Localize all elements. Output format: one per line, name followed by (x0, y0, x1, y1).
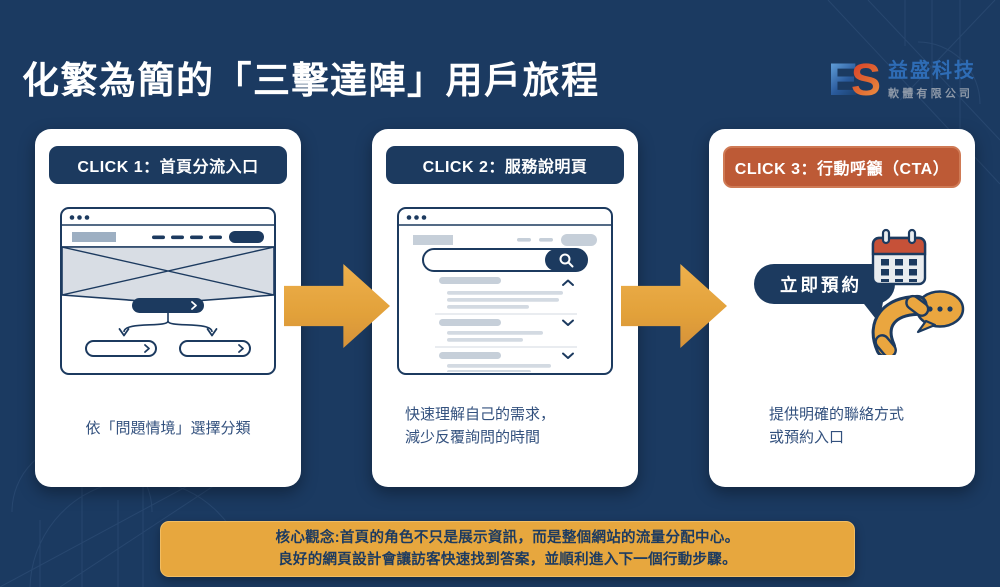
navbar-wireframe (62, 231, 274, 248)
card3-caption: 提供明確的聯絡方式 或預約入口 (769, 406, 905, 447)
footer-line-2: 良好的網頁設計會讓訪客快速找到答案，並順利進入下一個行動步驟。 (278, 552, 737, 568)
badge-click2: CLICK 2：服務說明頁 (386, 146, 624, 184)
search-icon (559, 253, 574, 268)
card2-caption: 快速理解自己的需求， 減少反覆詢問的時間 (405, 406, 556, 447)
accordion-section-3 (439, 352, 574, 372)
cta-illustration: 立即預約 (737, 225, 969, 359)
accordion-section-2 (435, 319, 577, 348)
service-page-wireframe (397, 207, 613, 375)
card-click1: CLICK 1：首頁分流入口 (35, 129, 301, 487)
footer-line-1: 核心觀念:首頁的角色不只是展示資訊，而是整個網站的流量分配中心。 (275, 529, 740, 546)
badge-click1: CLICK 1：首頁分流入口 (49, 146, 287, 184)
chevron-down-icon (562, 352, 574, 359)
logo-letter-s: S (851, 54, 882, 105)
logo-letter-e: E (828, 54, 859, 105)
company-logo: E S 益盛科技 軟體有限公司 (828, 54, 976, 105)
primary-category-button (132, 298, 204, 313)
category-option-buttons (85, 340, 251, 357)
chevron-down-icon (562, 319, 574, 326)
card-click2: CLICK 2：服務說明頁 (372, 129, 638, 487)
company-name: 益盛科技 (888, 59, 977, 82)
logo-text: 益盛科技 軟體有限公司 (888, 60, 976, 101)
browser-chrome (399, 215, 611, 226)
company-subname: 軟體有限公司 (888, 87, 974, 100)
calendar-icon (871, 228, 927, 286)
browser-chrome (62, 215, 274, 226)
navbar-wireframe (413, 234, 597, 246)
homepage-wireframe (60, 207, 276, 375)
accordion-section-1 (435, 277, 577, 315)
svg-text:立即預約: 立即預約 (780, 275, 862, 295)
card-click3: CLICK 3：行動呼籲（CTA） 立即預約 (709, 129, 975, 487)
logo-mark-icon: E S (828, 54, 882, 105)
hero-image-placeholder (62, 246, 274, 304)
branch-arrows (118, 313, 218, 337)
search-bar (422, 248, 588, 272)
footer-banner: 核心觀念:首頁的角色不只是展示資訊，而是整個網站的流量分配中心。 良好的網頁設計… (160, 521, 855, 577)
badge-click3: CLICK 3：行動呼籲（CTA） (723, 146, 961, 188)
card1-caption: 依「問題情境」選擇分類 (85, 420, 251, 437)
page-title: 化繁為簡的「三擊達陣」用戶旅程 (22, 60, 600, 101)
chevron-up-icon (562, 279, 574, 286)
